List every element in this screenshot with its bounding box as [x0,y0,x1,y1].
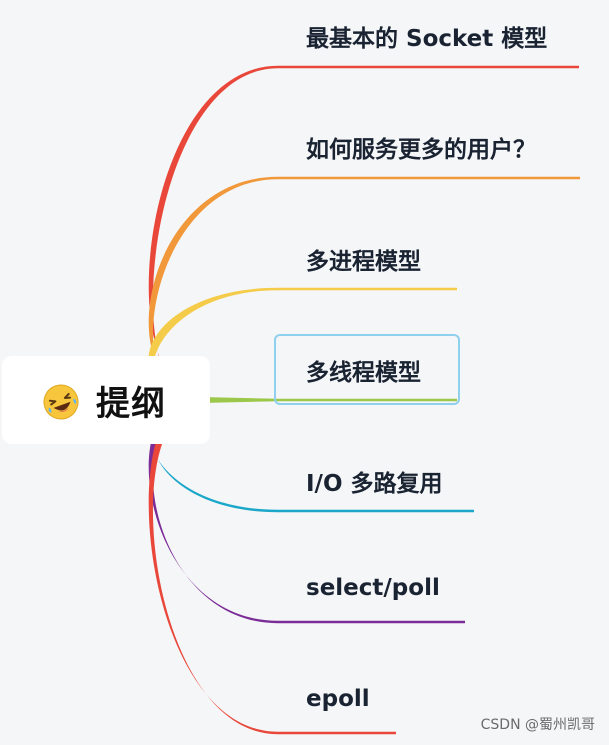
branch-multithread-model[interactable]: 多线程模型 [306,360,421,386]
branch-select-poll[interactable]: select/poll [306,575,440,601]
root-title: 提纲 [96,384,166,424]
connector-serve-more [148,176,278,407]
branch-socket-model[interactable]: 最基本的 Socket 模型 [306,26,548,52]
connector-epoll [148,393,278,735]
root-node[interactable]: 提纲 [2,356,210,444]
selection-highlight [274,334,460,405]
watermark: CSDN @蜀州凯哥 [480,717,595,733]
branch-io-multiplexing[interactable]: I/O 多路复用 [306,471,443,497]
branch-multiprocess-model[interactable]: 多进程模型 [306,249,421,275]
branch-epoll[interactable]: epoll [306,686,370,712]
connector-multithread [200,397,278,403]
laughing-emoji-icon [43,384,79,420]
branch-serve-more-users[interactable]: 如何服务更多的用户？ [306,137,536,163]
connector-multiprocess [148,287,278,407]
connector-socket [148,65,278,408]
